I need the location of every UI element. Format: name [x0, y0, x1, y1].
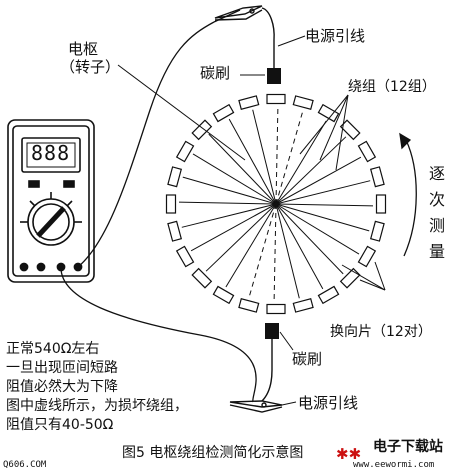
damaged-winding-line — [275, 106, 279, 205]
armature-label: 电枢 — [68, 40, 99, 58]
meter-display-digits: 888 — [31, 141, 71, 165]
commutator-segment — [167, 220, 183, 242]
winding-line — [275, 180, 371, 205]
commutator-segment — [175, 245, 195, 268]
direction-char: 次 — [428, 190, 445, 209]
winding-line — [275, 156, 362, 205]
figure-caption: 图5 电枢绕组检测简化示意图 — [122, 445, 304, 461]
rotor-label: （转子） — [60, 58, 121, 76]
commutator-segment — [317, 285, 340, 305]
commutator-segment — [369, 166, 385, 188]
measurement-note: 正常540Ω左右 一旦出现匝间短路 阻值必然大为下降 图中虚线所示，为损坏绕组，… — [6, 340, 188, 435]
winding-line — [252, 109, 277, 205]
commutator-segment — [292, 95, 314, 111]
commutator-segment — [266, 93, 286, 105]
armature-center — [273, 201, 279, 207]
leader-lines — [117, 35, 386, 406]
winding-label: 绕组（12组） — [348, 79, 436, 95]
commutator-segment — [357, 245, 377, 268]
winding-line — [275, 203, 324, 290]
bottom-brush — [265, 323, 279, 339]
watermark-brand: 电子下载站 — [373, 439, 443, 455]
watermark-left: Q606.COM — [3, 460, 47, 470]
bottom-alligator-clip — [229, 400, 283, 413]
winding-line — [208, 133, 277, 205]
top-alligator-clip — [214, 5, 263, 21]
probe-jack — [19, 262, 29, 272]
top-lead-wire — [261, 7, 275, 68]
damaged-winding-line — [248, 203, 277, 298]
brush-top-label: 碳刷 — [200, 64, 231, 82]
winding-line — [275, 203, 370, 232]
winding-line — [275, 120, 327, 205]
watermark-url: www.eewormi.com — [353, 460, 435, 470]
winding-line — [192, 153, 277, 205]
bottom-lead-wire — [261, 339, 273, 402]
winding-line — [181, 203, 277, 228]
winding-line — [178, 201, 277, 205]
probe-jack — [36, 262, 46, 272]
note-line: 一旦出现匝间短路 — [6, 360, 118, 376]
commutator-segment — [212, 103, 235, 123]
commutator-segment — [238, 95, 260, 111]
winding-line — [228, 118, 277, 205]
watermark-logo: ✱✱ — [336, 445, 362, 463]
commutator-segment — [167, 166, 183, 188]
note-line: 图中虚线所示，为损坏绕组， — [6, 398, 188, 414]
commutator-segment — [266, 303, 286, 315]
note-line: 阻值必然大为下降 — [6, 379, 118, 395]
commutator-segment — [191, 119, 213, 141]
lead-top-label: 电源引线 — [305, 27, 366, 45]
direction-char: 逐 — [428, 164, 445, 183]
commutator-segment — [369, 220, 385, 242]
commutator-segment — [191, 267, 213, 289]
commutator-segment — [165, 194, 177, 214]
commutator-segment — [212, 285, 235, 305]
commutator-segment — [339, 267, 361, 289]
note-line: 阻值只有40-50Ω — [6, 417, 114, 433]
winding-line — [275, 203, 374, 207]
brush-bottom-label: 碳刷 — [292, 350, 323, 368]
commutator-segment — [292, 297, 314, 313]
rotation-arrow — [399, 132, 417, 257]
winding-line — [182, 176, 277, 205]
commutator-segment — [238, 297, 260, 313]
commutator-segment — [317, 103, 340, 123]
winding-line — [275, 203, 360, 255]
winding-line — [275, 203, 300, 299]
commutator-segment — [375, 194, 387, 214]
winding-line — [190, 203, 277, 252]
commutator-segment — [357, 140, 377, 163]
commutator-segment — [175, 140, 195, 163]
commutator-label: 换向片（12对） — [330, 324, 432, 340]
damaged-winding-line — [275, 110, 304, 205]
winding-line — [205, 203, 277, 272]
winding-lines — [178, 106, 374, 302]
direction-char: 测 — [428, 216, 445, 235]
lead-bottom-label: 电源引线 — [298, 394, 359, 412]
winding-line — [275, 203, 344, 275]
multimeter — [7, 119, 95, 283]
direction-label: 逐 次 测 量 — [428, 163, 446, 262]
damaged-winding-line — [273, 203, 277, 302]
note-line: 正常540Ω左右 — [6, 341, 100, 357]
commutator-ring — [165, 93, 387, 315]
direction-char: 量 — [428, 242, 445, 261]
winding-line — [225, 203, 277, 288]
top-brush — [267, 68, 281, 84]
winding-line — [275, 136, 347, 205]
meter-display — [21, 137, 81, 173]
